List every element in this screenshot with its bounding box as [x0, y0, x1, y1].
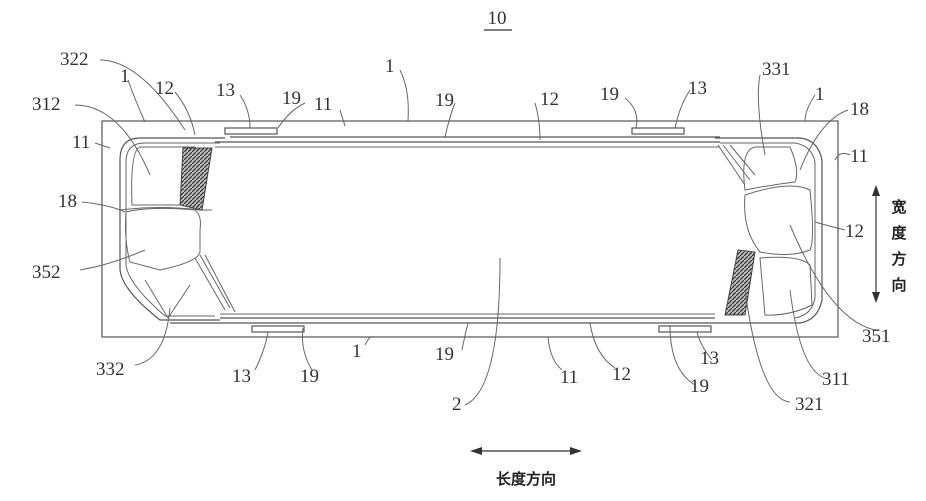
label-12: 12: [612, 364, 631, 385]
label-1: 1: [352, 341, 362, 362]
label-332: 332: [96, 359, 125, 380]
label-18: 18: [850, 99, 869, 120]
width-direction-char: 宽: [890, 198, 906, 216]
label-19: 19: [435, 344, 454, 365]
width-direction-char: 方: [891, 250, 906, 268]
label-351: 351: [862, 326, 891, 347]
width-direction-indicator: 宽 度 方 向: [872, 185, 907, 303]
length-direction-indicator: 长度方向: [470, 447, 582, 488]
label-1: 1: [385, 56, 395, 77]
label-13: 13: [216, 80, 235, 101]
label-13: 13: [700, 348, 719, 369]
connector-plates: [225, 128, 711, 332]
label-19: 19: [600, 84, 619, 105]
label-19: 19: [282, 88, 301, 109]
label-13: 13: [232, 366, 251, 387]
label-11: 11: [314, 94, 332, 115]
left-insulation-pad: [180, 148, 212, 210]
label-12: 12: [845, 221, 864, 242]
label-12: 12: [155, 78, 174, 99]
cell-body: [170, 137, 800, 323]
label-19: 19: [300, 366, 319, 387]
label-322: 322: [60, 49, 89, 70]
width-direction-char: 度: [891, 224, 907, 242]
length-direction-label: 长度方向: [496, 470, 556, 488]
leader-lines: [75, 60, 875, 405]
label-331: 331: [762, 59, 791, 80]
width-direction-char: 向: [891, 276, 906, 294]
label-18: 18: [58, 191, 77, 212]
label-19: 19: [690, 376, 709, 397]
right-end-structure: [715, 138, 822, 323]
label-352: 352: [32, 262, 61, 283]
label-12: 12: [540, 89, 559, 110]
label-2: 2: [452, 394, 462, 415]
label-19: 19: [435, 90, 454, 111]
label-1: 1: [120, 66, 130, 87]
right-insulation-pad: [725, 250, 755, 315]
label-11: 11: [850, 146, 868, 167]
label-311: 311: [822, 369, 850, 390]
reference-labels: 322 1 12 13 19 11 1 19 12 19 13 331 1 18…: [32, 49, 891, 415]
label-321: 321: [795, 394, 824, 415]
label-13: 13: [688, 78, 707, 99]
label-11: 11: [72, 132, 90, 153]
label-11: 11: [560, 367, 578, 388]
label-1: 1: [815, 84, 825, 105]
figure-number: 10: [488, 8, 507, 29]
left-end-structure: [120, 138, 235, 320]
label-312: 312: [32, 94, 61, 115]
